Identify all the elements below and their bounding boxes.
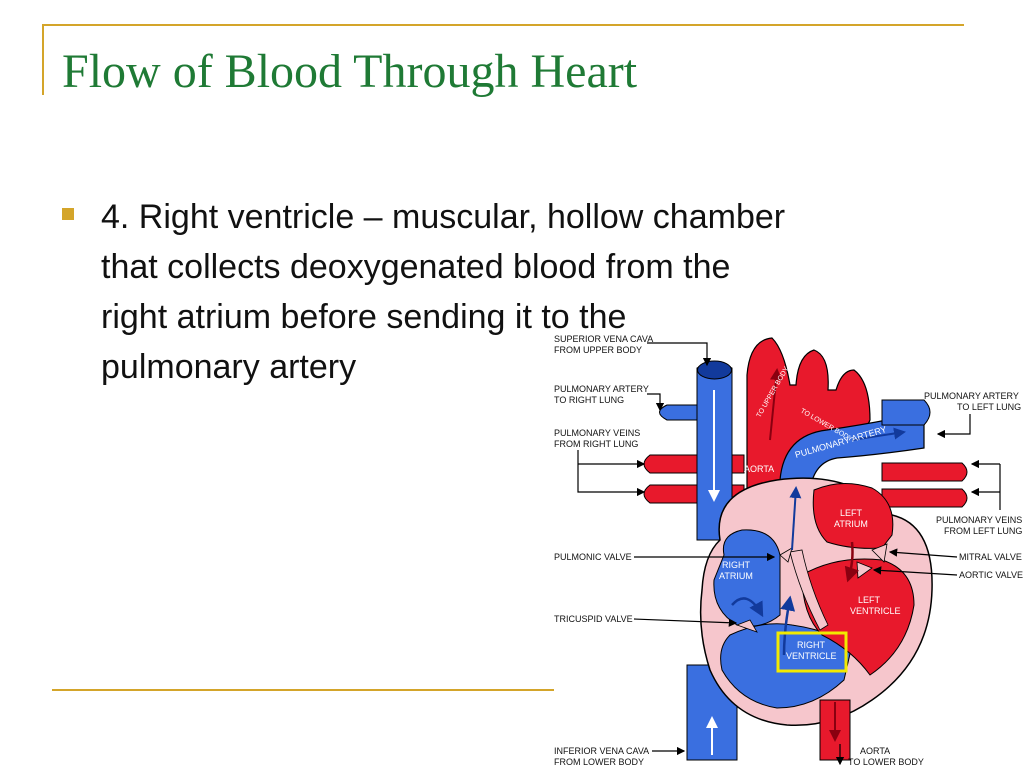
bullet-square-icon	[62, 208, 74, 220]
left-atrium-chamber	[812, 483, 894, 549]
bullet-line-3: right atrium before sending it to the	[101, 298, 627, 336]
label-left-atrium-2: ATRIUM	[834, 519, 868, 529]
label-mitral-valve: MITRAL VALVE	[959, 552, 1022, 562]
flow-arrow-aorta-up	[769, 368, 782, 441]
leader-aortic-valve	[872, 566, 958, 576]
flow-arrow-la-to-lv	[844, 541, 860, 583]
bullet-item: 4. Right ventricle – muscular, hollow ch…	[62, 192, 972, 392]
flow-arrow-pa-left	[851, 427, 906, 441]
bullet-line-4: pulmonary artery	[101, 348, 357, 386]
leader-pa-right	[647, 393, 665, 412]
label-pv-left-2: FROM LEFT LUNG	[944, 526, 1022, 536]
leader-mitral-valve	[888, 548, 958, 558]
label-right-ventricle-1: RIGHT	[797, 640, 826, 650]
label-svc-2: FROM UPPER BODY	[554, 345, 642, 355]
label-right-atrium-2: ATRIUM	[719, 571, 753, 581]
label-right-ventricle-2: VENTRICLE	[786, 651, 837, 661]
label-aortic-valve: AORTIC VALVE	[959, 570, 1023, 580]
bullet-line-2: that collects deoxygenated blood from th…	[101, 248, 731, 286]
label-pa-right-2: TO RIGHT LUNG	[554, 395, 624, 405]
bottom-accent-rule	[52, 689, 554, 691]
right-atrium-chamber	[713, 529, 781, 627]
label-aorta-inner: AORTA	[744, 464, 774, 474]
label-pa-right-1: PULMONARY ARTERY	[554, 384, 649, 394]
pulmonary-artery-left-branch	[881, 399, 931, 426]
label-left-ventricle-2: VENTRICLE	[850, 606, 901, 616]
label-pv-right-2: FROM RIGHT LUNG	[554, 439, 638, 449]
label-ivc-2: FROM LOWER BODY	[554, 757, 644, 767]
right-ventricle-highlight-box	[776, 631, 848, 673]
bullet-line-1: 4. Right ventricle – muscular, hollow ch…	[101, 198, 786, 236]
pulmonary-vein-left-lower	[881, 488, 968, 508]
flow-arrow-ra-to-rv	[731, 597, 764, 618]
label-pa-left-2: TO LEFT LUNG	[957, 402, 1021, 412]
leader-pv-right	[577, 450, 646, 497]
pulmonic-valve-shape	[779, 547, 793, 563]
leader-svc	[647, 342, 712, 367]
label-tricuspid-valve: TRICUSPID VALVE	[554, 614, 633, 624]
pulmonary-vein-left-upper	[881, 462, 968, 482]
slide-title: Flow of Blood Through Heart	[62, 45, 638, 98]
label-aorta-lower-1: AORTA	[860, 746, 890, 756]
superior-vena-cava-opening	[697, 360, 732, 380]
label-right-atrium-1: RIGHT	[722, 560, 751, 570]
flow-arrow-rv-up	[780, 595, 796, 656]
septum	[789, 549, 829, 631]
flow-arrow-pulmonary-up	[789, 486, 802, 551]
top-accent-rule-horizontal	[42, 24, 964, 26]
label-pulmonic-valve: PULMONIC VALVE	[554, 552, 632, 562]
label-left-ventricle-1: LEFT	[858, 595, 881, 605]
label-pv-right-1: PULMONARY VEINS	[554, 428, 640, 438]
label-pa-left-1: PULMONARY ARTERY	[924, 391, 1019, 401]
bullet-text: 4. Right ventricle – muscular, hollow ch…	[62, 192, 972, 392]
heart-diagram: AORTA PULMONARY ARTERY TO UPPER BODY TO …	[554, 334, 1023, 767]
label-pv-left-1: PULMONARY VEINS	[936, 515, 1022, 525]
leader-tricuspid-valve	[633, 618, 738, 627]
label-aorta-lower-2: TO LOWER BODY	[848, 757, 924, 767]
label-ivc-1: INFERIOR VENA CAVA	[554, 746, 649, 756]
leader-pa-left	[936, 414, 971, 439]
label-svc-1: SUPERIOR VENA CAVA	[554, 334, 653, 344]
tricuspid-valve-shape	[735, 619, 758, 633]
label-left-atrium-1: LEFT	[840, 508, 863, 518]
mitral-valve-shape	[871, 543, 888, 563]
top-accent-rule-vertical	[42, 25, 44, 95]
